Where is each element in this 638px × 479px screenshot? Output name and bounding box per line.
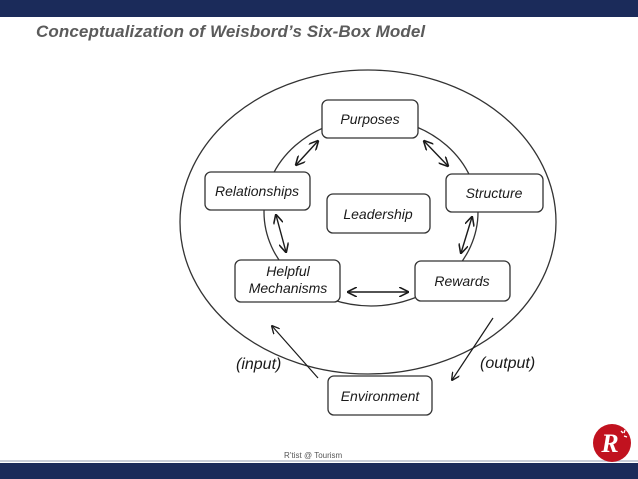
rtist-logo: R — [593, 424, 631, 462]
logo-sparkle-icon — [620, 429, 628, 438]
structure-box: Structure — [445, 173, 544, 213]
input-arrow — [272, 326, 319, 379]
slide-title: Conceptualization of Weisbord’s Six-Box … — [36, 22, 426, 41]
relationships-box: Relationships — [204, 171, 311, 211]
mechanisms-label-line2: Mechanisms — [249, 280, 328, 296]
environment-label: Environment — [341, 388, 421, 404]
outer-environment-ellipse — [179, 69, 557, 375]
footer-rule — [0, 460, 638, 462]
relationships-label: Relationships — [215, 183, 299, 199]
footer-text: R’tist @ Tourism — [284, 451, 343, 460]
purposes-label: Purposes — [340, 111, 399, 127]
mechanisms-label-line1: Helpful — [266, 263, 310, 279]
input-label: (input) — [236, 356, 281, 373]
purposes-relationships-arrow — [296, 141, 318, 165]
output-label: (output) — [480, 355, 535, 372]
purposes-structure-arrow — [424, 141, 448, 166]
relationships-mechanisms-arrow — [276, 215, 286, 252]
leadership-label: Leadership — [343, 206, 412, 222]
helpful-mechanisms-box: Helpful Mechanisms — [234, 259, 341, 303]
footer-bar — [0, 463, 638, 479]
logo-badge — [593, 424, 631, 462]
purposes-box: Purposes — [321, 99, 419, 139]
structure-label: Structure — [466, 185, 523, 201]
output-arrow — [452, 317, 494, 380]
logo-letter: R — [600, 429, 618, 458]
leadership-box: Leadership — [326, 193, 431, 234]
header-bar — [0, 0, 638, 17]
rewards-label: Rewards — [434, 273, 489, 289]
rewards-box: Rewards — [414, 260, 511, 302]
environment-box: Environment — [327, 375, 433, 416]
structure-rewards-arrow — [461, 217, 472, 253]
